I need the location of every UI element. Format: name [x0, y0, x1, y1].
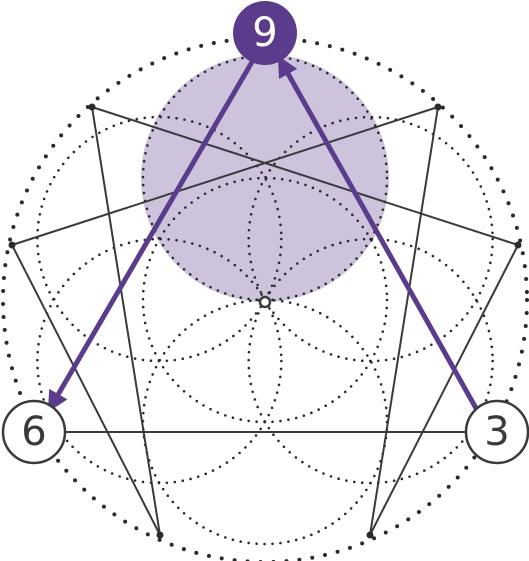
vertex-dot — [88, 103, 96, 111]
arrow-9-to-6 — [47, 60, 255, 413]
vertex-dot — [366, 531, 374, 539]
node-9-label: 9 — [252, 10, 277, 56]
hexad-line — [11, 106, 439, 246]
hexad-line — [91, 106, 161, 536]
node-6-label: 6 — [21, 409, 46, 455]
hexad-line — [369, 106, 439, 536]
node-6-circle — [1, 399, 67, 465]
petal-circle — [247, 237, 494, 485]
node-9: 9 — [233, 1, 297, 65]
hexad-line — [91, 106, 519, 246]
node-6: 6 — [1, 399, 67, 465]
vertex-dot — [8, 241, 16, 249]
hexad-line — [369, 244, 519, 536]
petal-circle — [247, 115, 494, 363]
vertex-dots — [8, 103, 522, 539]
hexad-lines — [11, 106, 519, 536]
vertex-dot — [514, 241, 522, 249]
center-point — [258, 295, 272, 309]
node-3-circle — [464, 399, 529, 465]
vertex-dot — [434, 103, 442, 111]
arrow-3-to-9 — [277, 55, 480, 412]
node-3: 3 — [464, 399, 529, 465]
vertex-dot — [156, 531, 164, 539]
hexad-line — [11, 244, 161, 536]
node-3-label: 3 — [484, 409, 509, 455]
node-9-circle — [233, 1, 297, 65]
